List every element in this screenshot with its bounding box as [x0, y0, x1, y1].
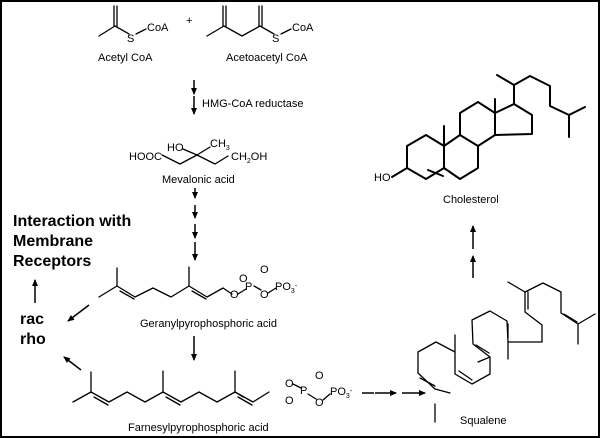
mevalonic-ch3: CH3 — [210, 138, 230, 152]
membrane-line-2: Membrane — [13, 233, 94, 250]
acetoacetyl-coa-label: Acetoacetyl CoA — [226, 52, 308, 64]
geranyl-o3: O — [260, 264, 269, 276]
mevalonic-acid-label: Mevalonic acid — [162, 174, 235, 186]
farnesyl-pp-label: Farnesylpyrophosphoric acid — [128, 422, 269, 434]
membrane-line-1: Interaction with — [13, 213, 132, 230]
acetoacetyl-coa-structure: S CoA — [206, 5, 314, 45]
rac-label: rac — [20, 311, 45, 328]
geranyl-o1: O — [230, 289, 239, 301]
geranyl-pp-structure: O P O O O PO3- — [98, 264, 298, 301]
rac-rho-label: rac rho — [20, 310, 46, 350]
acetoacetyl-coa-coa: CoA — [292, 22, 314, 34]
farnesyl-o4: O — [315, 397, 324, 409]
rho-label: rho — [20, 331, 46, 348]
farnesyl-pp-structure: O O P O O PO3- — [72, 370, 353, 409]
membrane-receptors-label: Interaction with Membrane Receptors — [13, 212, 131, 272]
geranyl-po3: PO3- — [275, 281, 298, 295]
squalene-structure — [417, 281, 596, 423]
farnesyl-p: P — [300, 385, 307, 397]
mevalonic-ch2oh: CH2OH — [231, 151, 267, 165]
acetyl-coa-sulfur: S — [127, 33, 134, 45]
squalene-label: Squalene — [460, 415, 507, 427]
geranyl-pp-label: Geranylpyrophosphoric acid — [140, 318, 277, 330]
acetyl-coa-label: Acetyl CoA — [98, 52, 153, 64]
farnesyl-o1: O — [285, 395, 294, 407]
mevalonic-ho: HO — [167, 142, 184, 154]
cholesterol-ho: HO — [374, 172, 391, 184]
enzyme-label: HMG-CoA reductase — [202, 98, 304, 110]
acetyl-coa-structure: S CoA — [98, 5, 169, 45]
geranyl-p: P — [245, 281, 252, 293]
membrane-line-3: Receptors — [13, 253, 92, 270]
arrows-to-rac-rho — [32, 279, 90, 371]
acetyl-coa-coa: CoA — [147, 22, 169, 34]
acetoacetyl-coa-sulfur: S — [272, 33, 279, 45]
plus-sign: + — [186, 15, 192, 27]
farnesyl-o2: O — [285, 378, 294, 390]
cholesterol-structure: HO — [374, 74, 586, 184]
geranyl-o2: O — [239, 273, 248, 285]
geranyl-o4: O — [260, 289, 269, 301]
mevalonic-hooc: HOOC — [129, 151, 162, 163]
farnesyl-po3: PO3- — [330, 386, 353, 400]
cholesterol-label: Cholesterol — [443, 194, 499, 206]
mevalonic-acid-structure: HOOC HO CH3 CH2OH — [129, 138, 267, 165]
farnesyl-o3: O — [315, 370, 324, 382]
